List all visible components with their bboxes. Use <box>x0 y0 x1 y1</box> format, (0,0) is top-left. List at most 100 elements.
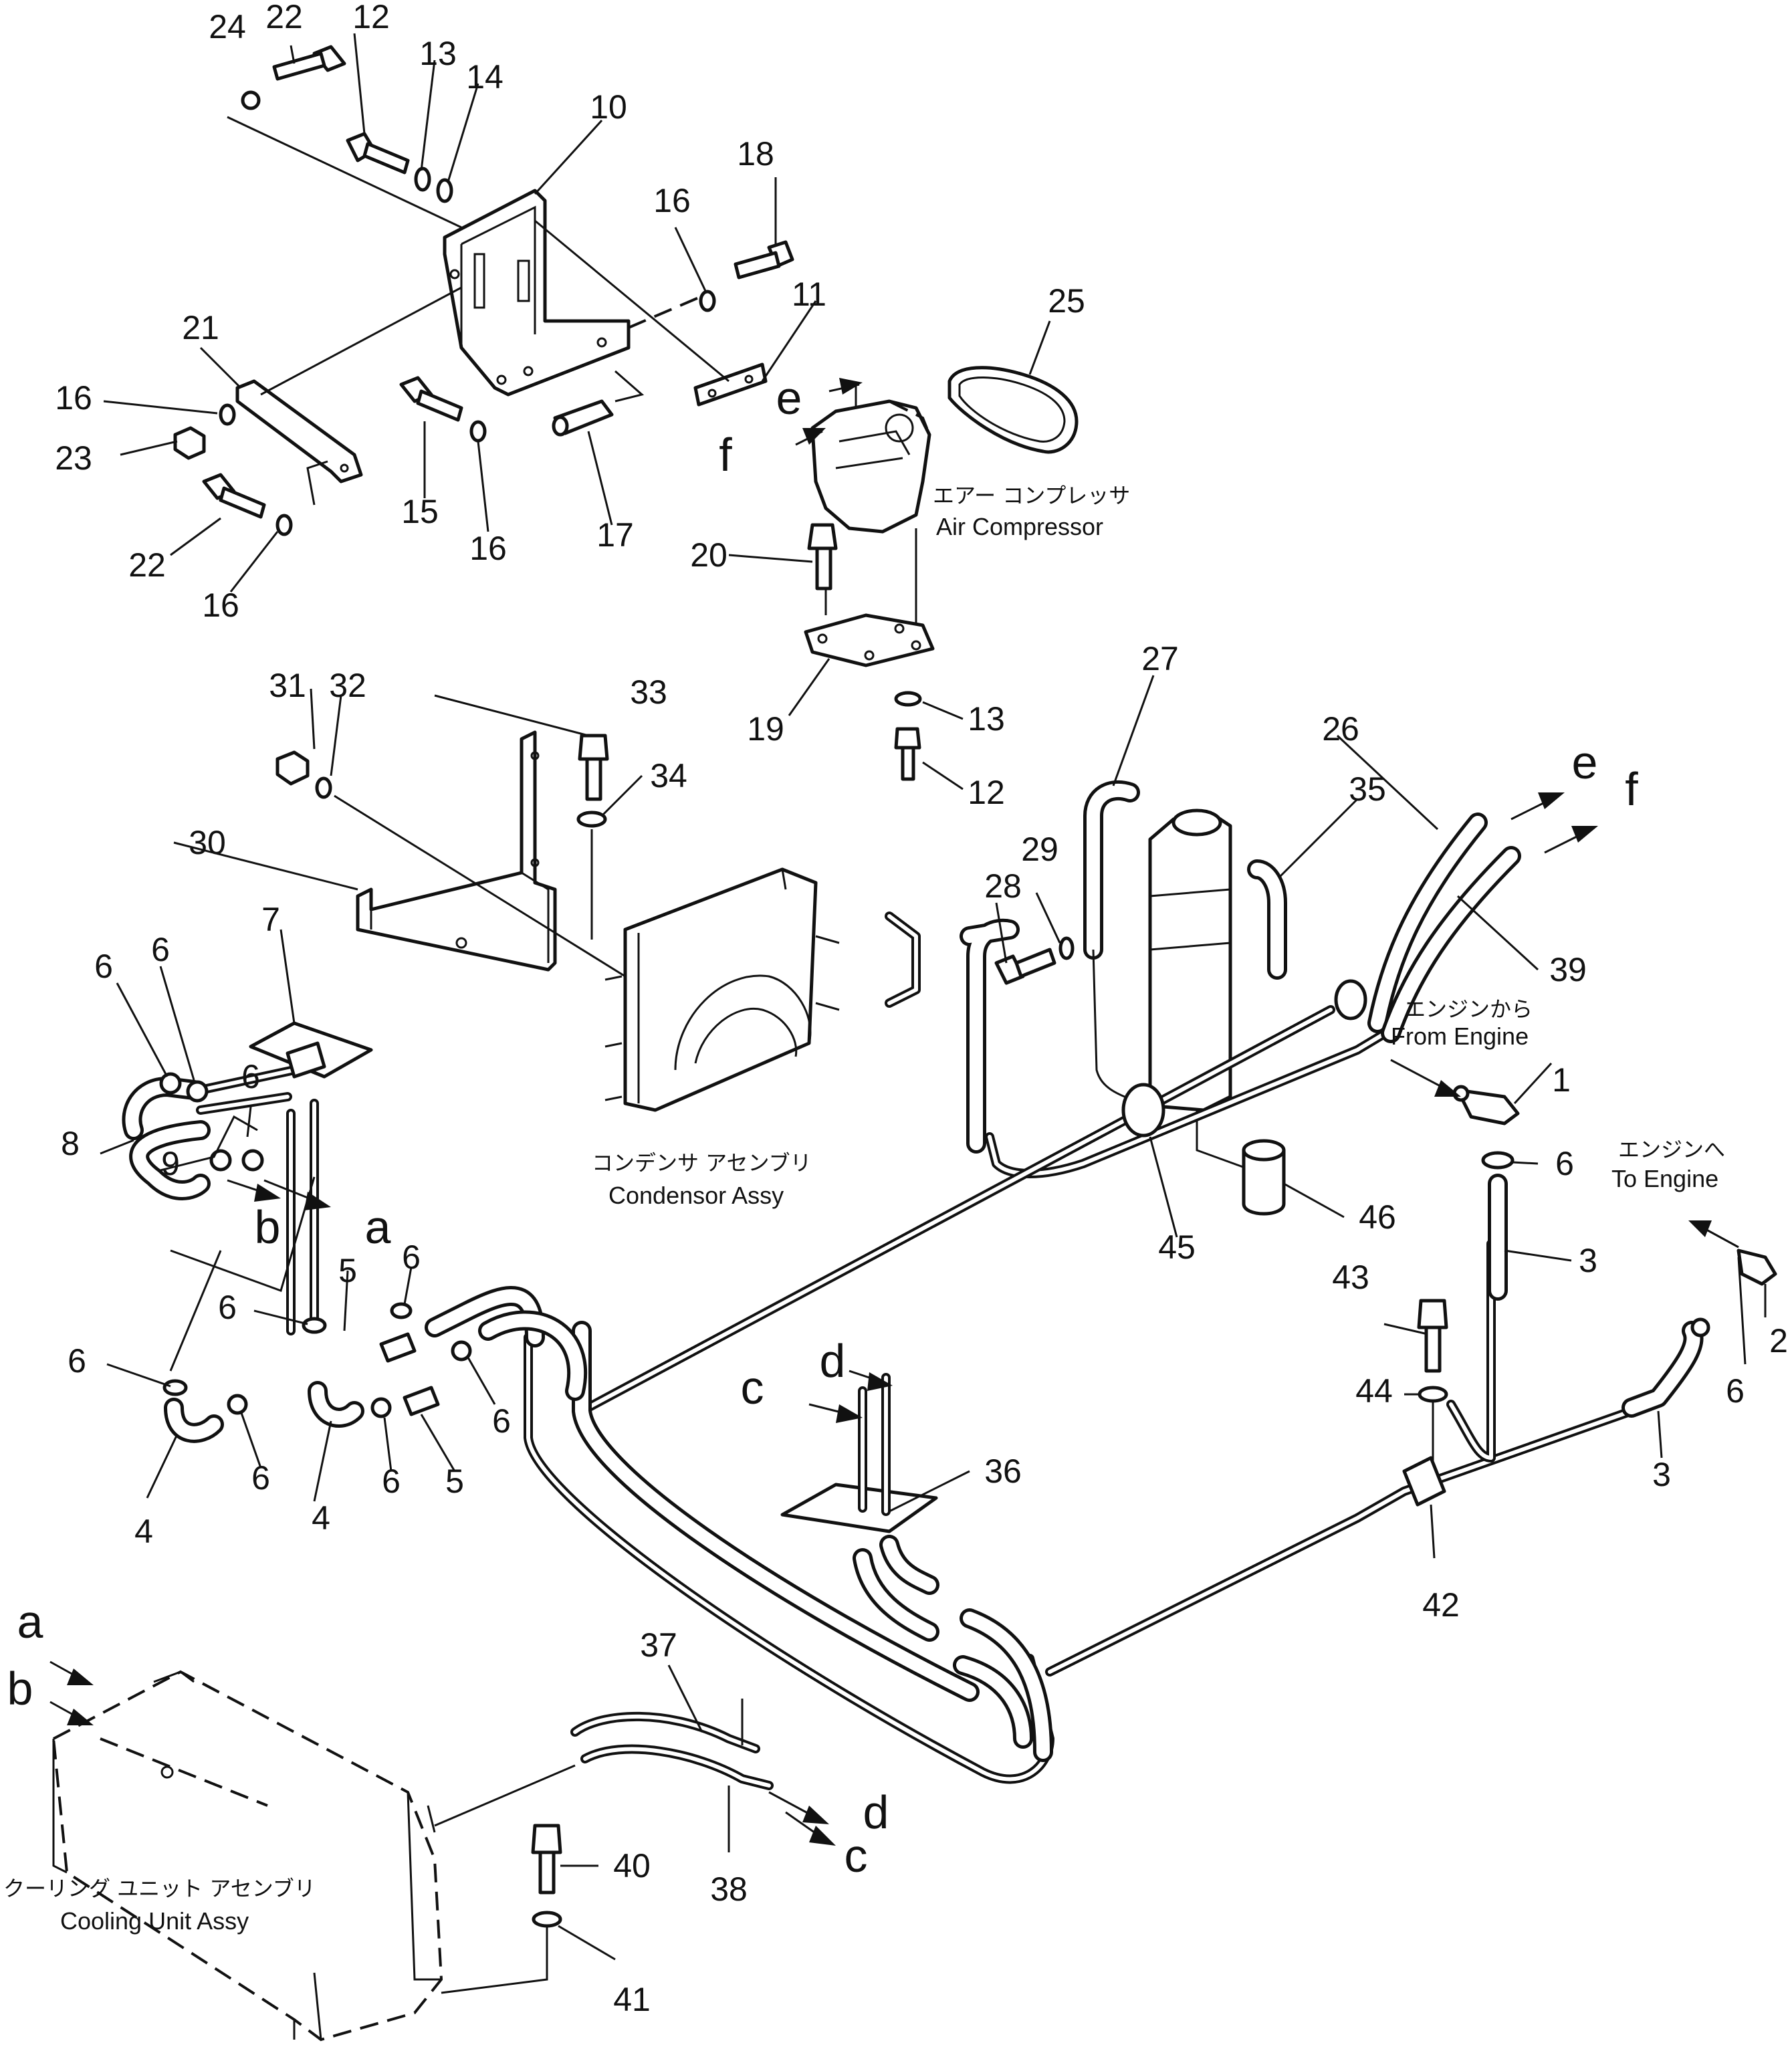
callout-29: 29 <box>1021 831 1058 868</box>
callout-32: 32 <box>329 667 366 704</box>
condensor-body <box>623 867 818 1112</box>
callout-23: 23 <box>55 439 92 477</box>
bolt-part-22-bottom <box>202 473 266 519</box>
callout-1: 1 <box>1552 1061 1571 1099</box>
callout-6-b: 6 <box>151 931 170 968</box>
callout-36: 36 <box>984 1452 1022 1490</box>
bolt-part-15 <box>399 376 463 422</box>
washer-part-13-top <box>414 167 431 192</box>
callout-12-bottom: 12 <box>968 774 1005 811</box>
washer-part-14 <box>436 178 453 203</box>
refrigerant-pipes <box>122 780 1704 1827</box>
callout-16-c: 16 <box>469 530 507 567</box>
callout-39: 39 <box>1549 951 1587 988</box>
callout-17: 17 <box>596 516 634 554</box>
washer-part-41 <box>532 1911 562 1928</box>
letter-f-top: f <box>719 429 732 481</box>
bolt-part-22-top <box>272 45 346 81</box>
bolt-part-40 <box>531 1824 562 1895</box>
callout-27: 27 <box>1141 640 1179 677</box>
callout-22-bottom: 22 <box>128 546 166 584</box>
washer-part-13-bottom <box>894 691 922 707</box>
washer-part-16-d <box>275 514 293 536</box>
callout-19: 19 <box>747 710 784 748</box>
letter-f-right: f <box>1625 763 1638 815</box>
letter-c-bottom: c <box>845 1830 868 1882</box>
coupling-part-5-b <box>403 1386 440 1416</box>
callout-33: 33 <box>630 673 667 711</box>
callout-4-b: 4 <box>312 1499 330 1537</box>
callout-37: 37 <box>640 1626 677 1664</box>
callout-6-f: 6 <box>68 1342 86 1380</box>
washer-part-24 <box>241 90 261 110</box>
callout-16-d: 16 <box>202 586 239 624</box>
callout-16-a: 16 <box>653 182 691 219</box>
bolt-part-33 <box>578 734 609 801</box>
caption-to-engine-en: To Engine <box>1611 1165 1718 1192</box>
leader-lines <box>100 33 1767 1961</box>
callout-numbers: 24 22 12 13 14 10 16 18 11 21 16 23 22 1… <box>55 0 1788 2018</box>
callout-7: 7 <box>261 901 280 938</box>
callout-14: 14 <box>466 58 503 96</box>
callout-6-e: 6 <box>218 1289 237 1326</box>
callout-41: 41 <box>613 1981 651 2018</box>
hose-clamps-part-6 <box>159 1072 1710 1418</box>
letter-e-right: e <box>1572 736 1598 788</box>
bolt-part-28 <box>994 948 1056 985</box>
washer-part-16-b <box>219 403 236 426</box>
callout-6-i: 6 <box>1555 1145 1574 1182</box>
bracket-part-30 <box>356 730 557 972</box>
nut-part-23 <box>173 426 206 460</box>
caption-from-engine-jp: エンジンから <box>1404 996 1533 1022</box>
callout-6-j: 6 <box>1726 1372 1745 1410</box>
washer-part-32 <box>315 776 332 799</box>
cooling-unit-body <box>51 1670 443 2042</box>
callout-43: 43 <box>1332 1259 1369 1296</box>
bracket-part-21 <box>235 379 363 483</box>
callout-13-top: 13 <box>419 35 457 72</box>
callout-9: 9 <box>161 1145 180 1182</box>
connection-arrows <box>49 378 1739 1846</box>
clamp-part-42 <box>1402 1456 1446 1507</box>
bolt-part-43 <box>1417 1299 1448 1373</box>
fitting-part-2 <box>1737 1249 1777 1286</box>
callout-6-g: 6 <box>251 1459 270 1497</box>
callout-25: 25 <box>1048 282 1085 320</box>
callout-6-k: 6 <box>492 1402 511 1440</box>
callout-11: 11 <box>792 276 826 313</box>
callout-20: 20 <box>690 536 727 574</box>
callout-8: 8 <box>61 1125 80 1162</box>
bolt-part-20 <box>807 523 838 590</box>
washer-part-34 <box>576 811 607 828</box>
callout-6-a: 6 <box>94 948 113 985</box>
caption-condensor-en: Condensor Assy <box>608 1182 784 1209</box>
washer-part-16-a <box>699 290 716 312</box>
receiver-drier-group <box>994 808 1286 1216</box>
caption-cooling-unit-en: Cooling Unit Assy <box>60 1907 249 1935</box>
callout-5-a: 5 <box>338 1252 357 1289</box>
washer-part-16-c <box>469 420 487 443</box>
callout-4-a: 4 <box>134 1513 153 1550</box>
caption-cooling-unit-jp: クーリング ユニット アセンブリ <box>3 1876 316 1901</box>
callout-24: 24 <box>209 8 246 45</box>
coupling-part-5-a <box>379 1332 417 1363</box>
callout-12-top: 12 <box>352 0 390 35</box>
callout-30: 30 <box>189 824 226 861</box>
callout-2: 2 <box>1769 1322 1788 1360</box>
fitting-part-1 <box>1456 1088 1520 1125</box>
bolt-part-12-bottom <box>894 727 921 781</box>
caption-condensor-jp: コンデンサ アセンブリ <box>592 1150 812 1176</box>
caption-air-compressor-jp: エアー コンプレッサ <box>933 483 1130 508</box>
callout-15: 15 <box>401 493 439 530</box>
callout-3-a: 3 <box>1579 1242 1597 1279</box>
callout-5-b: 5 <box>445 1463 464 1500</box>
callout-6-c: 6 <box>241 1058 260 1095</box>
callout-18: 18 <box>737 135 774 173</box>
air-compressor-body <box>810 399 931 534</box>
condensor-group <box>275 730 840 1112</box>
letter-b-bottom: b <box>7 1662 33 1715</box>
callout-6-d: 6 <box>402 1238 421 1276</box>
callout-3-b: 3 <box>1652 1456 1671 1493</box>
caption-from-engine-en: From Engine <box>1391 1022 1529 1050</box>
